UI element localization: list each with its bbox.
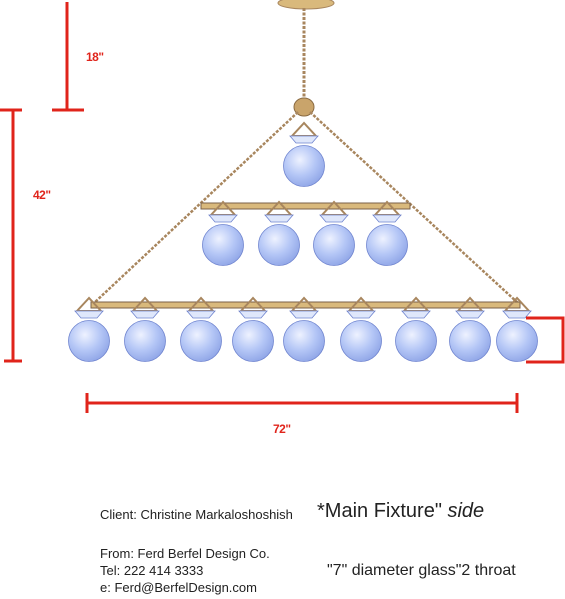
designer-email: e: Ferd@BerfelDesign.com xyxy=(100,580,257,595)
globe-light xyxy=(68,296,110,362)
glass-spec: "7" diameter glass"2 throat xyxy=(327,562,516,579)
bottom-rail xyxy=(90,301,521,309)
globe-light xyxy=(232,296,274,362)
width-dimension-label: 72" xyxy=(273,422,291,436)
drop-dimension xyxy=(52,2,84,112)
center-hub xyxy=(293,97,315,117)
side-bracket xyxy=(526,316,565,364)
designer-name: From: Ferd Berfel Design Co. xyxy=(100,546,270,561)
globe-light xyxy=(124,296,166,362)
globe-group xyxy=(68,121,538,362)
client-line: Client: Christine Markaloshoshish xyxy=(100,507,293,522)
left-diagonal-chain xyxy=(93,111,299,304)
globe-light xyxy=(180,296,222,362)
height-dimension xyxy=(0,108,22,363)
fixture-title: *Main Fixture" side xyxy=(317,500,484,523)
globe-light xyxy=(283,296,325,362)
globe-light xyxy=(340,296,382,362)
fixture-drawing xyxy=(0,0,565,413)
ceiling-canopy xyxy=(277,0,335,10)
drop-dimension-label: 18" xyxy=(86,50,104,64)
globe-light xyxy=(283,121,325,187)
width-dimension xyxy=(85,393,519,413)
globe-light xyxy=(313,200,355,266)
designer-block: From: Ferd Berfel Design Co. Tel: 222 41… xyxy=(100,545,270,596)
globe-light xyxy=(258,200,300,266)
globe-light xyxy=(366,200,408,266)
title-side: side xyxy=(447,500,485,522)
globe-light xyxy=(449,296,491,362)
globe-light xyxy=(395,296,437,362)
middle-rail xyxy=(200,202,411,210)
globe-light xyxy=(496,296,538,362)
title-main: *Main Fixture" xyxy=(317,500,442,522)
globe-light xyxy=(202,200,244,266)
right-diagonal-chain xyxy=(309,111,519,304)
designer-phone: Tel: 222 414 3333 xyxy=(100,563,204,578)
height-dimension-label: 42" xyxy=(33,188,51,202)
